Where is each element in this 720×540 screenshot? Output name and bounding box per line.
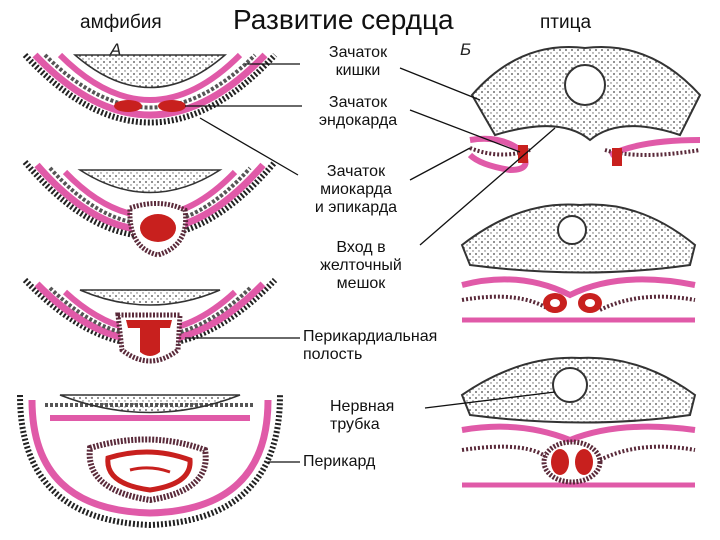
label-myocardium-epicardium-rudiment: Зачаток миокарда и эпикарда <box>314 163 398 216</box>
bird-stage-1 <box>467 46 702 174</box>
heart-tube-stage-2 <box>140 214 176 242</box>
leader-neural-tube <box>424 391 556 409</box>
leader-myo-left <box>199 117 299 176</box>
bird-stage-2 <box>460 203 697 323</box>
header-amphibian: амфибия <box>80 12 162 33</box>
page-title: Развитие сердца <box>233 4 454 35</box>
panel-letter-b: Б <box>460 40 472 59</box>
label-endocardium-rudiment: Зачаток эндокарда <box>318 94 398 129</box>
leader-endocardium-right <box>409 109 521 153</box>
label-pericardial-cavity: Перикардиальная полость <box>303 328 438 363</box>
endocardium-rudiment-left <box>114 100 142 112</box>
amphibian-stage-2 <box>22 160 278 258</box>
amphibian-stage-4 <box>17 394 283 529</box>
leader-lines <box>185 63 556 463</box>
endocardium-rudiment-right <box>158 100 186 112</box>
header-bird: птица <box>540 12 592 33</box>
panel-letter-a: А <box>110 40 122 59</box>
leader-yolk-sac <box>419 127 556 246</box>
label-pericardium: Перикард <box>303 453 376 470</box>
leader-gut-right <box>399 67 481 101</box>
leader-myo-right <box>409 147 471 181</box>
amphibian-stage-1 <box>22 52 278 126</box>
bird-stage-3 <box>460 356 697 488</box>
heart-tube-stage-3 <box>126 320 172 356</box>
label-neural-tube: Нервная трубка <box>330 398 395 433</box>
label-yolk-sac-entrance: Вход в желточный мешок <box>320 239 402 292</box>
amphibian-stage-3 <box>22 277 278 364</box>
label-gut-rudiment: Зачаток кишки <box>328 44 388 79</box>
